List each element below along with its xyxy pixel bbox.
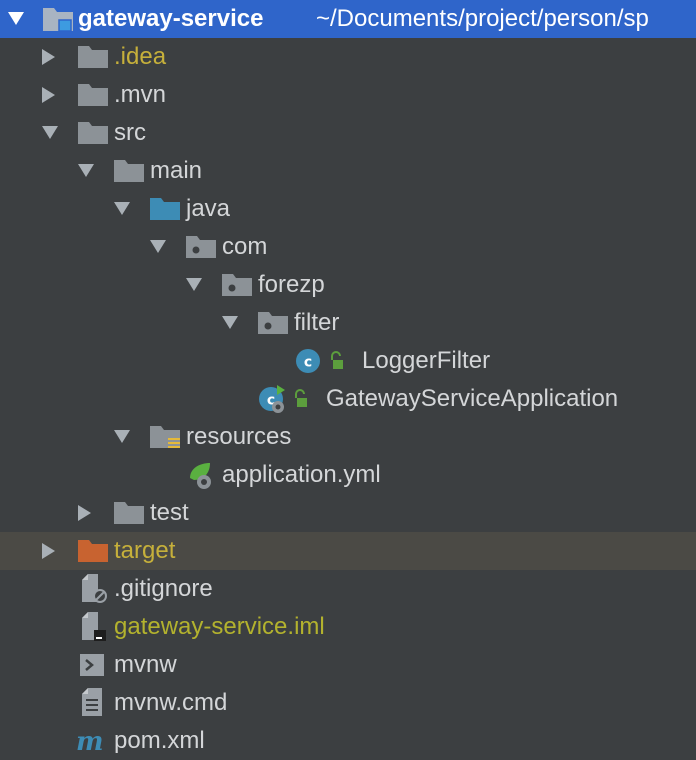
folder-icon	[78, 122, 108, 144]
item-label: java	[186, 195, 231, 222]
item-label: GatewayServiceApplication	[326, 385, 619, 412]
unlock-icon	[331, 351, 343, 369]
ignore-file-icon	[82, 574, 107, 603]
spring-config-icon	[190, 463, 211, 489]
item-label: forezp	[258, 271, 325, 298]
tree-row-target[interactable]: target	[0, 532, 696, 570]
expand-arrow-icon[interactable]	[78, 164, 94, 177]
item-label: resources	[186, 423, 292, 450]
tree-row-loggerfilter[interactable]: c LoggerFilter	[0, 342, 696, 380]
item-label: .gitignore	[114, 575, 213, 602]
item-label: mvnw	[114, 651, 177, 678]
item-label: main	[150, 157, 203, 184]
item-label: filter	[294, 309, 340, 336]
tree-row-pom[interactable]: m pom.xml	[0, 722, 696, 760]
collapse-arrow-icon[interactable]	[78, 505, 91, 521]
collapse-arrow-icon[interactable]	[42, 87, 55, 103]
item-label: .idea	[114, 43, 167, 70]
tree-row-forezp[interactable]: forezp	[0, 266, 696, 304]
collapse-arrow-icon[interactable]	[42, 543, 55, 559]
module-file-icon	[82, 612, 106, 641]
expand-arrow-icon[interactable]	[114, 430, 130, 443]
tree-row-main[interactable]: main	[0, 152, 696, 190]
tree-row-com[interactable]: com	[0, 228, 696, 266]
item-label: gateway-service.iml	[114, 613, 325, 640]
tree-row-gitignore[interactable]: .gitignore	[0, 570, 696, 608]
project-name: gateway-service	[78, 5, 264, 32]
svg-text:c: c	[304, 355, 312, 371]
item-label: test	[150, 499, 189, 526]
svg-text:c: c	[267, 393, 275, 409]
item-label: target	[114, 537, 176, 564]
expand-arrow-icon[interactable]	[42, 126, 58, 139]
tree-row-project-root[interactable]: gateway-service ~/Documents/project/pers…	[0, 0, 696, 38]
collapse-arrow-icon[interactable]	[42, 49, 55, 65]
folder-icon	[78, 46, 108, 68]
source-folder-icon	[150, 198, 180, 220]
tree-row-mvnw[interactable]: mvnw	[0, 646, 696, 684]
text-file-icon	[82, 688, 102, 716]
item-label: com	[222, 233, 268, 260]
tree-row-src[interactable]: src	[0, 114, 696, 152]
package-icon	[186, 236, 216, 258]
item-label: pom.xml	[114, 727, 205, 754]
item-label: .mvn	[114, 81, 167, 108]
expand-arrow-icon[interactable]	[8, 12, 24, 25]
shell-script-icon	[80, 654, 104, 676]
class-icon: c	[296, 349, 320, 373]
unlock-icon	[295, 389, 307, 407]
folder-icon	[114, 160, 144, 182]
module-folder-icon	[43, 8, 73, 32]
excluded-folder-icon	[78, 540, 108, 562]
expand-arrow-icon[interactable]	[186, 278, 202, 291]
expand-arrow-icon[interactable]	[114, 202, 130, 215]
resources-folder-icon	[150, 426, 180, 448]
tree-row-java[interactable]: java	[0, 190, 696, 228]
tree-row-iml[interactable]: gateway-service.iml	[0, 608, 696, 646]
expand-arrow-icon[interactable]	[150, 240, 166, 253]
tree-row-mvnw-cmd[interactable]: mvnw.cmd	[0, 684, 696, 722]
expand-arrow-icon[interactable]	[222, 316, 238, 329]
spring-boot-class-icon: c	[259, 385, 285, 413]
tree-row-gateway-app[interactable]: c GatewayServiceApplication	[0, 380, 696, 418]
project-path: ~/Documents/project/person/sp	[316, 5, 649, 32]
item-label: src	[114, 119, 146, 146]
folder-icon	[78, 84, 108, 106]
tree-row-idea[interactable]: .idea	[0, 38, 696, 76]
maven-icon: m	[76, 728, 104, 754]
folder-icon	[114, 502, 144, 524]
item-label: mvnw.cmd	[114, 689, 228, 716]
package-icon	[222, 274, 252, 296]
tree-row-mvn[interactable]: .mvn	[0, 76, 696, 114]
tree-row-application-yml[interactable]: application.yml	[0, 456, 696, 494]
tree-row-resources[interactable]: resources	[0, 418, 696, 456]
tree-row-filter[interactable]: filter	[0, 304, 696, 342]
svg-text:m: m	[76, 728, 104, 754]
item-label: LoggerFilter	[362, 347, 491, 374]
tree-row-test[interactable]: test	[0, 494, 696, 532]
package-icon	[258, 312, 288, 334]
item-label: application.yml	[222, 461, 381, 488]
